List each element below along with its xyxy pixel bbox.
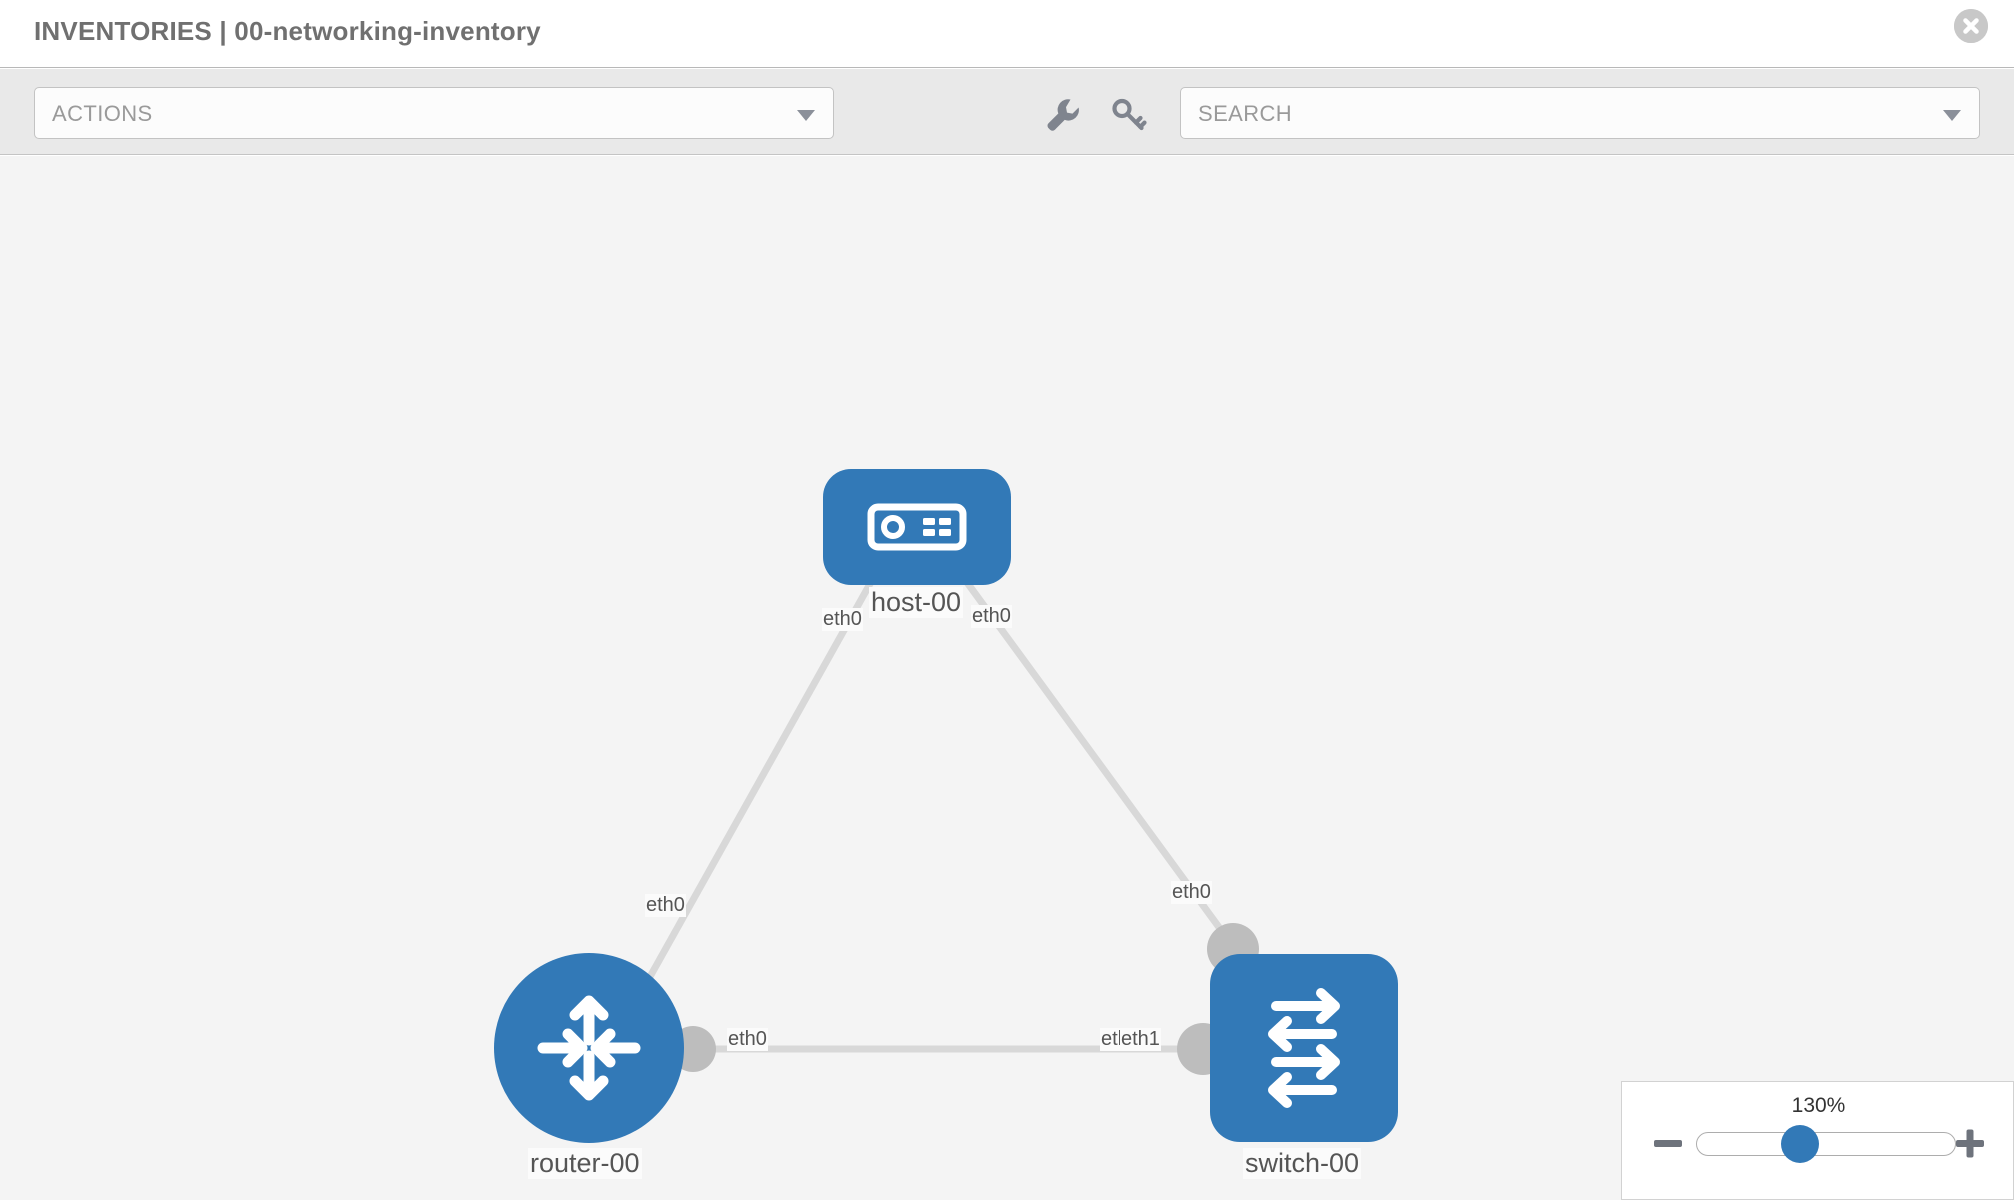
topology-canvas[interactable]: host-00 router-00 switch-00 eth0 eth0 et…	[0, 156, 2014, 1200]
chevron-down-icon[interactable]	[1943, 110, 1961, 121]
minus-icon[interactable]	[1650, 1126, 1686, 1162]
search-input[interactable]: SEARCH	[1180, 87, 1980, 139]
toolbar: ACTIONS SEARCH	[0, 69, 2014, 155]
close-icon[interactable]	[1954, 9, 1988, 43]
search-placeholder: SEARCH	[1198, 101, 1293, 126]
zoom-panel: 130%	[1621, 1081, 2014, 1200]
plus-icon[interactable]	[1952, 1126, 1988, 1162]
topology-edges	[624, 563, 1243, 1053]
actions-dropdown-label: ACTIONS	[52, 101, 153, 126]
node-router-00	[494, 953, 684, 1143]
topology-svg	[494, 469, 1398, 1143]
wrench-icon[interactable]	[1040, 93, 1082, 135]
zoom-slider[interactable]	[1696, 1132, 1956, 1156]
node-host-00	[823, 469, 1011, 585]
edge-host00-router00	[624, 564, 884, 1018]
key-icon[interactable]	[1107, 93, 1149, 135]
page-title: INVENTORIES | 00-networking-inventory	[34, 16, 541, 46]
zoom-level-label: 130%	[1791, 1094, 1846, 1117]
node-switch-00	[1210, 954, 1398, 1142]
edge-host00-switch00	[952, 563, 1243, 959]
chevron-down-icon	[797, 110, 815, 121]
zoom-slider-thumb[interactable]	[1781, 1125, 1819, 1163]
actions-dropdown[interactable]: ACTIONS	[34, 87, 834, 139]
page-header: INVENTORIES | 00-networking-inventory	[0, 0, 2014, 68]
